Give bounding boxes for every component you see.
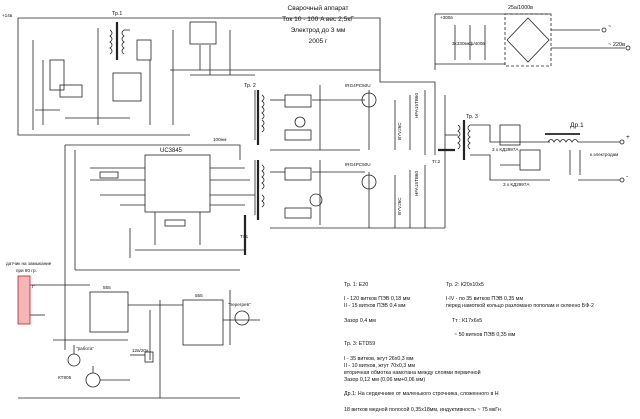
header-year: 2005 г <box>308 38 328 45</box>
bridge-label: 25а/1000в <box>508 5 533 11</box>
mosfet-bottom: IRG4PC50U <box>345 162 371 167</box>
tr1-note-title: Тр. 1: Е20 <box>344 282 369 288</box>
kd-top-label: 3 x КД2997А <box>492 147 519 152</box>
ic-555-right: 555 <box>195 293 203 298</box>
mains-tilde: ~ <box>608 24 612 30</box>
header-current-weight: Ток 10 - 100 A вес 2,5кГ <box>282 16 354 23</box>
tt2-label: Тт.2 <box>432 159 441 164</box>
dr1-note-a: Др.1: На сердечнике от маленького строчн… <box>344 391 499 397</box>
tr3-note-a: I - 35 витков, жгут 26x0,3 мм <box>344 356 414 362</box>
tr2-note-a: I-IV - по 35 витков ПЭВ 0,35 мм <box>446 296 524 302</box>
kd-bottom-label: 3 x КД2997А <box>503 182 530 187</box>
tt-note-title: Тт : К17x6x5 <box>452 318 483 324</box>
tr2-note-title: Тр. 2: К20x10x5 <box>446 282 484 288</box>
led-work-label: "работа" <box>76 346 95 351</box>
sensor-label-2: при 80 гр. <box>16 268 37 273</box>
tr3-label: Тр. 3 <box>466 114 478 120</box>
mains-220: ~ 220в <box>608 42 626 48</box>
header-title: Сварочный аппарат <box>287 5 349 12</box>
caps-label: 3x330мкф/400в <box>452 41 485 46</box>
dr1-note-b: 18 витков медной полосой 0,35x18мм, инду… <box>344 407 501 413</box>
tt-note-a: ~ 50 витков ПЭВ 0,35 мм <box>454 332 516 338</box>
tr1-label: Тр.1 <box>112 11 123 17</box>
mosfet-top: IRG4PC50U <box>345 83 371 88</box>
diode-top: HFA15TB60 <box>414 92 419 118</box>
tr1-note-gap: Зазор 0,4 мм <box>344 318 376 324</box>
tt1-label: Тт.1 <box>240 234 249 239</box>
supply-label: +14в <box>2 13 13 18</box>
output-electrodes: к электродам <box>590 152 619 157</box>
relay-label: 12в/20а <box>132 348 149 353</box>
dr1-label: Др.1 <box>570 122 584 129</box>
transistor-kt805: КТ805 <box>58 375 72 380</box>
plus300-label: +300в <box>440 15 453 20</box>
tr2-label: Тр. 2 <box>244 83 256 89</box>
tr1-note-b: II - 15 витков ПЭВ 0,4 мм <box>344 303 406 309</box>
sensor-label-1: датчик на замыкание <box>6 261 52 266</box>
output-plus: + <box>626 134 630 141</box>
tr3-note-title: Тр. 3: ETD59 <box>344 341 376 347</box>
ic-555-left: 555 <box>103 285 111 290</box>
cap-100nf: 100нм <box>213 137 227 142</box>
tr2-note-b: перед намоткой кольцо разломано пополам … <box>446 303 594 309</box>
output-minus: - <box>626 173 629 180</box>
diode-byv-a: BYV26C <box>397 122 402 140</box>
tr3-note-c: вторичная обмотка намотана между слоями … <box>344 370 481 376</box>
header-electrode: Электрод до 3 мм <box>290 27 346 34</box>
sensor-t-label: t° <box>32 284 36 289</box>
tr3-note-gap: Зазор 0,12 мм (0,06 мм+0,06 мм) <box>344 377 426 383</box>
tr1-note-a: I - 120 витков ПЭВ 0,18 мм <box>344 296 410 302</box>
tr3-note-b: II - 10 витков, жгут 70x0,3 мм <box>344 363 415 369</box>
led-overheat-label: "перегрев" <box>228 302 251 307</box>
ic-uc3845: UC3845 <box>160 148 183 154</box>
diode-bottom: HFA15TB60 <box>414 170 419 196</box>
diode-byv-b: BYV26C <box>397 197 402 215</box>
